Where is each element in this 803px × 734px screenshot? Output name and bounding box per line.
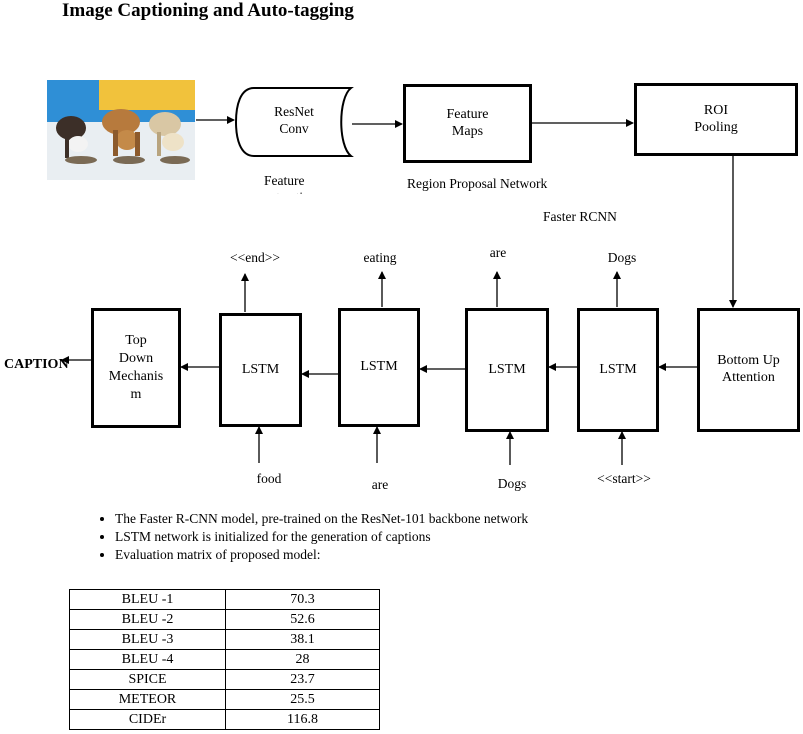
metric-value: 52.6 <box>225 609 380 630</box>
metric-name: SPICE <box>69 669 226 690</box>
metric-name: CIDEr <box>69 709 226 730</box>
metric-name: BLEU -1 <box>69 589 226 610</box>
dogs-eating-photo-icon <box>47 80 195 180</box>
metric-name: BLEU -3 <box>69 629 226 650</box>
metric-value: 38.1 <box>225 629 380 650</box>
lstm-4-output-word: Dogs <box>607 250 637 265</box>
lstm-4-input-word: <<start>> <box>597 471 651 486</box>
table-row: CIDEr 116.8 <box>69 709 380 730</box>
feature-extraction-caption: Feature extraction <box>264 173 316 194</box>
lstm-2-input-word: are <box>371 477 389 492</box>
metric-name: BLEU -2 <box>69 609 226 630</box>
page-title: Image Captioning and Auto-tagging <box>62 0 354 21</box>
lstm-3-output-word: are <box>489 245 507 260</box>
lstm-2-output-word: eating <box>363 250 397 265</box>
lstm-3-input-word: Dogs <box>497 476 527 491</box>
lstm-1-output-word: <<end>> <box>230 250 280 265</box>
dogs-eating-photo <box>47 80 195 180</box>
resnet-conv-label: ResNet Conv <box>274 104 314 136</box>
lstm-box-2: LSTM <box>338 308 420 427</box>
table-row: METEOR 25.5 <box>69 689 380 710</box>
table-row: BLEU -3 38.1 <box>69 629 380 650</box>
metric-value: 25.5 <box>225 689 380 710</box>
lstm-box-1: LSTM <box>219 313 302 427</box>
table-row: BLEU -4 28 <box>69 649 380 670</box>
notes-list: The Faster R-CNN model, pre-trained on t… <box>88 510 528 564</box>
metric-value: 28 <box>225 649 380 670</box>
table-row: SPICE 23.7 <box>69 669 380 690</box>
table-row: BLEU -2 52.6 <box>69 609 380 630</box>
metric-value: 23.7 <box>225 669 380 690</box>
region-proposal-network-caption: Region Proposal Network <box>407 176 548 191</box>
lstm-1-input-word: food <box>256 471 282 486</box>
resnet-conv-shape <box>234 87 354 157</box>
caption-output-label: CAPTION <box>4 357 69 372</box>
faster-rcnn-caption: Faster RCNN <box>543 209 617 224</box>
note-item: The Faster R-CNN model, pre-trained on t… <box>115 510 528 528</box>
lstm-box-3: LSTM <box>465 308 549 432</box>
note-item: LSTM network is initialized for the gene… <box>115 528 528 546</box>
feature-extraction-cut-text: extraction <box>264 189 316 194</box>
evaluation-metrics-table: BLEU -1 70.3 BLEU -2 52.6 BLEU -3 38.1 B… <box>69 589 380 730</box>
note-item: Evaluation matrix of proposed model: <box>115 546 528 564</box>
metric-value: 116.8 <box>225 709 380 730</box>
top-down-mechanism-box: Top Down Mechanis m <box>91 308 181 428</box>
metric-name: BLEU -4 <box>69 649 226 670</box>
metric-value: 70.3 <box>225 589 380 610</box>
metric-name: METEOR <box>69 689 226 710</box>
table-row: BLEU -1 70.3 <box>69 589 380 610</box>
lstm-box-4: LSTM <box>577 308 659 432</box>
